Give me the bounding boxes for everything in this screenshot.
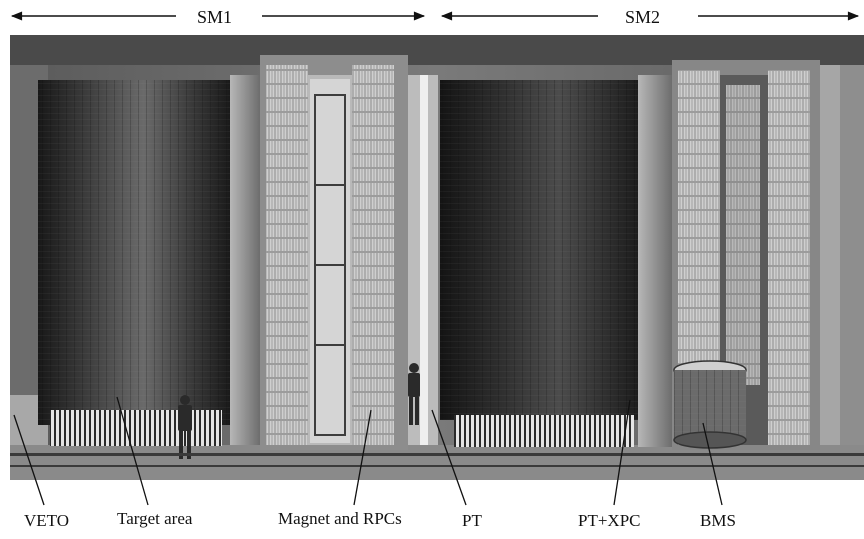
target-area-label: Target area — [117, 509, 193, 528]
pt-label: PT — [462, 511, 482, 530]
bms-label: BMS — [700, 511, 736, 530]
pt-xpc-label: PT+XPC — [578, 511, 641, 530]
veto-label: VETO — [24, 511, 70, 530]
header-arrows — [10, 11, 860, 21]
magnet-rpcs-label: Magnet and RPCs — [278, 509, 402, 528]
sm2-title: SM2 — [625, 7, 661, 27]
detector-photo — [10, 35, 864, 480]
sm1-title: SM1 — [197, 7, 233, 27]
